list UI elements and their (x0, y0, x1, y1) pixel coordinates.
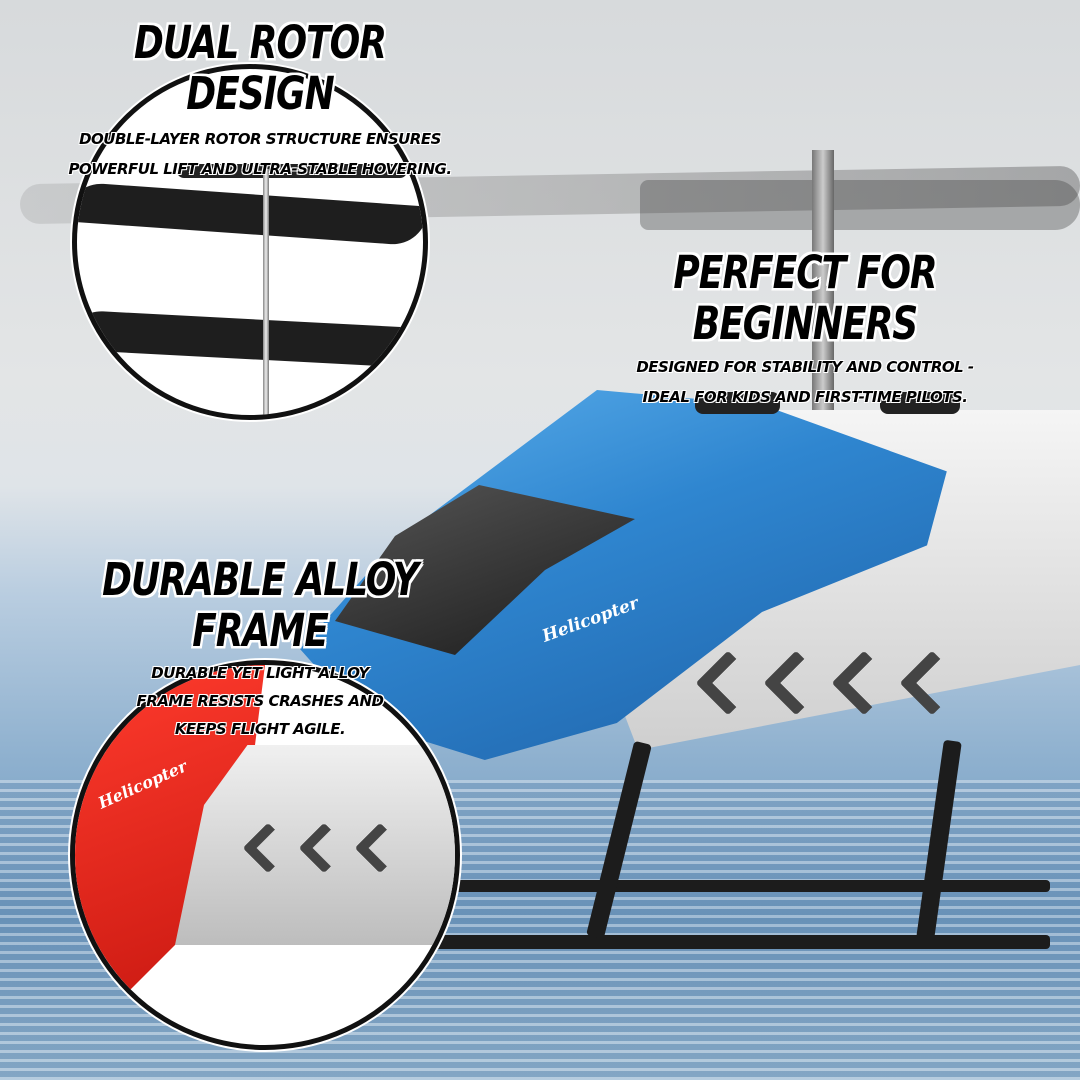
rotor-mast (812, 150, 834, 430)
feature-beginners: Perfect for Beginners Designed for stabi… (580, 248, 1030, 412)
rotor-hub-cap (880, 392, 960, 414)
skid-rear (450, 880, 1050, 892)
landing-skids (430, 739, 1050, 960)
chevron-icon (831, 650, 897, 716)
feature-dual-rotor: Dual Rotor Design Double-layer rotor str… (60, 18, 460, 184)
chevron-icon (242, 822, 294, 874)
description-line: Double-layer rotor structure ensures (79, 130, 441, 148)
feature-description: Durable yet light alloy frame resists cr… (55, 659, 465, 743)
lower-rotor-blade (77, 309, 423, 369)
chevron-icon (298, 822, 350, 874)
frame-chevron-vents (242, 822, 406, 874)
description-line: frame resists crashes and (136, 692, 384, 710)
description-line: Durable yet light alloy (151, 664, 369, 682)
chevron-icon (899, 650, 965, 716)
chevron-icon (695, 650, 761, 716)
skid-front (430, 935, 1050, 949)
description-line: ideal for kids and first-time pilots. (642, 388, 968, 406)
description-line: Designed for stability and control - (636, 358, 974, 376)
flybar (177, 164, 407, 178)
feature-title: Dual Rotor Design (133, 17, 387, 121)
chevron-icon (763, 650, 829, 716)
description-line: powerful lift and ultra-stable hovering. (68, 160, 452, 178)
feature-description: Double-layer rotor structure ensures pow… (60, 124, 460, 184)
feature-alloy-frame: Durable Alloy Frame Durable yet light al… (55, 555, 465, 743)
rotor-shaft (263, 169, 269, 415)
feature-description: Designed for stability and control - ide… (580, 352, 1030, 412)
main-rotor-blade-dark (640, 180, 1080, 230)
upper-rotor-blade (77, 181, 423, 247)
rotor-hub-cap (695, 392, 780, 414)
rotor-detail-inset (72, 64, 428, 420)
description-line: keeps flight agile. (174, 720, 346, 738)
feature-title: Durable Alloy Frame (102, 554, 419, 658)
frame-chevron-vents (695, 650, 965, 716)
frame-detail-inset: Helicopter (70, 660, 460, 1050)
chevron-icon (354, 822, 406, 874)
feature-title: Perfect for Beginners (673, 247, 937, 351)
